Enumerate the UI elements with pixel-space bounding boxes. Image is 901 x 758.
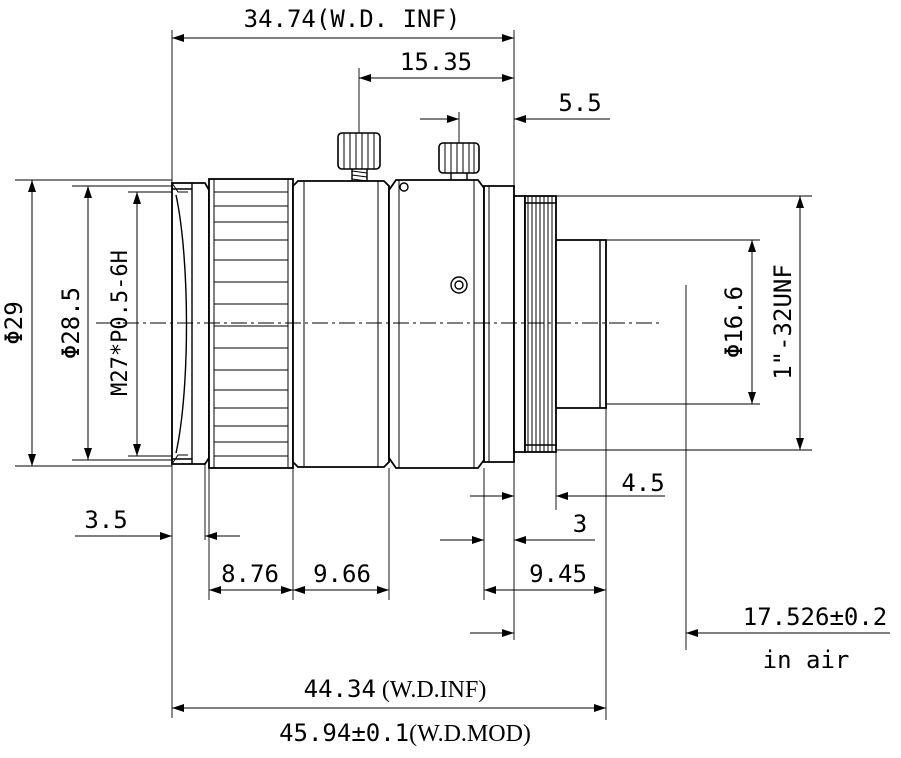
dim-in-air: in air bbox=[763, 646, 850, 674]
dim-3: 3 bbox=[573, 510, 587, 538]
iris-lock-screw bbox=[438, 142, 480, 180]
dim-9-66: 9.66 bbox=[313, 560, 371, 588]
dim-9-45: 9.45 bbox=[529, 560, 587, 588]
dim-m27-thread: M27*P0.5-6H bbox=[108, 250, 133, 396]
dim-15-35: 15.35 bbox=[400, 48, 472, 76]
focus-ring bbox=[208, 178, 294, 469]
dim-4-5: 4.5 bbox=[621, 469, 664, 497]
barrel-section-1 bbox=[292, 180, 390, 468]
dim-3-5: 3.5 bbox=[84, 506, 127, 534]
dim-phi16-6: Φ16.6 bbox=[720, 286, 748, 358]
dim-total-mod: 45.94±0.1(W.D.MOD) bbox=[279, 719, 531, 747]
dim-total-inf: 44.34(W.D.INF) bbox=[304, 675, 487, 703]
dim-5-5: 5.5 bbox=[558, 89, 601, 117]
dimension-lines bbox=[28, 34, 890, 712]
lock-hole bbox=[450, 276, 468, 294]
dim-8-76: 8.76 bbox=[221, 560, 279, 588]
dim-total-top: 34.74(W.D. INF) bbox=[244, 5, 461, 33]
focus-lock-screw bbox=[337, 132, 381, 182]
barrel-section-2 bbox=[388, 179, 485, 469]
lens-body bbox=[96, 132, 660, 469]
dim-flange: 17.526±0.2 bbox=[743, 603, 888, 631]
dimension-labels: 34.74(W.D. INF) 15.35 5.5 Φ29 Φ28.5 M27*… bbox=[0, 5, 887, 747]
dim-phi28-5: Φ28.5 bbox=[57, 287, 85, 359]
front-ring bbox=[171, 182, 210, 465]
dim-phi29: Φ29 bbox=[0, 301, 28, 344]
dim-mount-thread: 1"-32UNF bbox=[769, 264, 797, 380]
rear-element bbox=[555, 239, 607, 409]
